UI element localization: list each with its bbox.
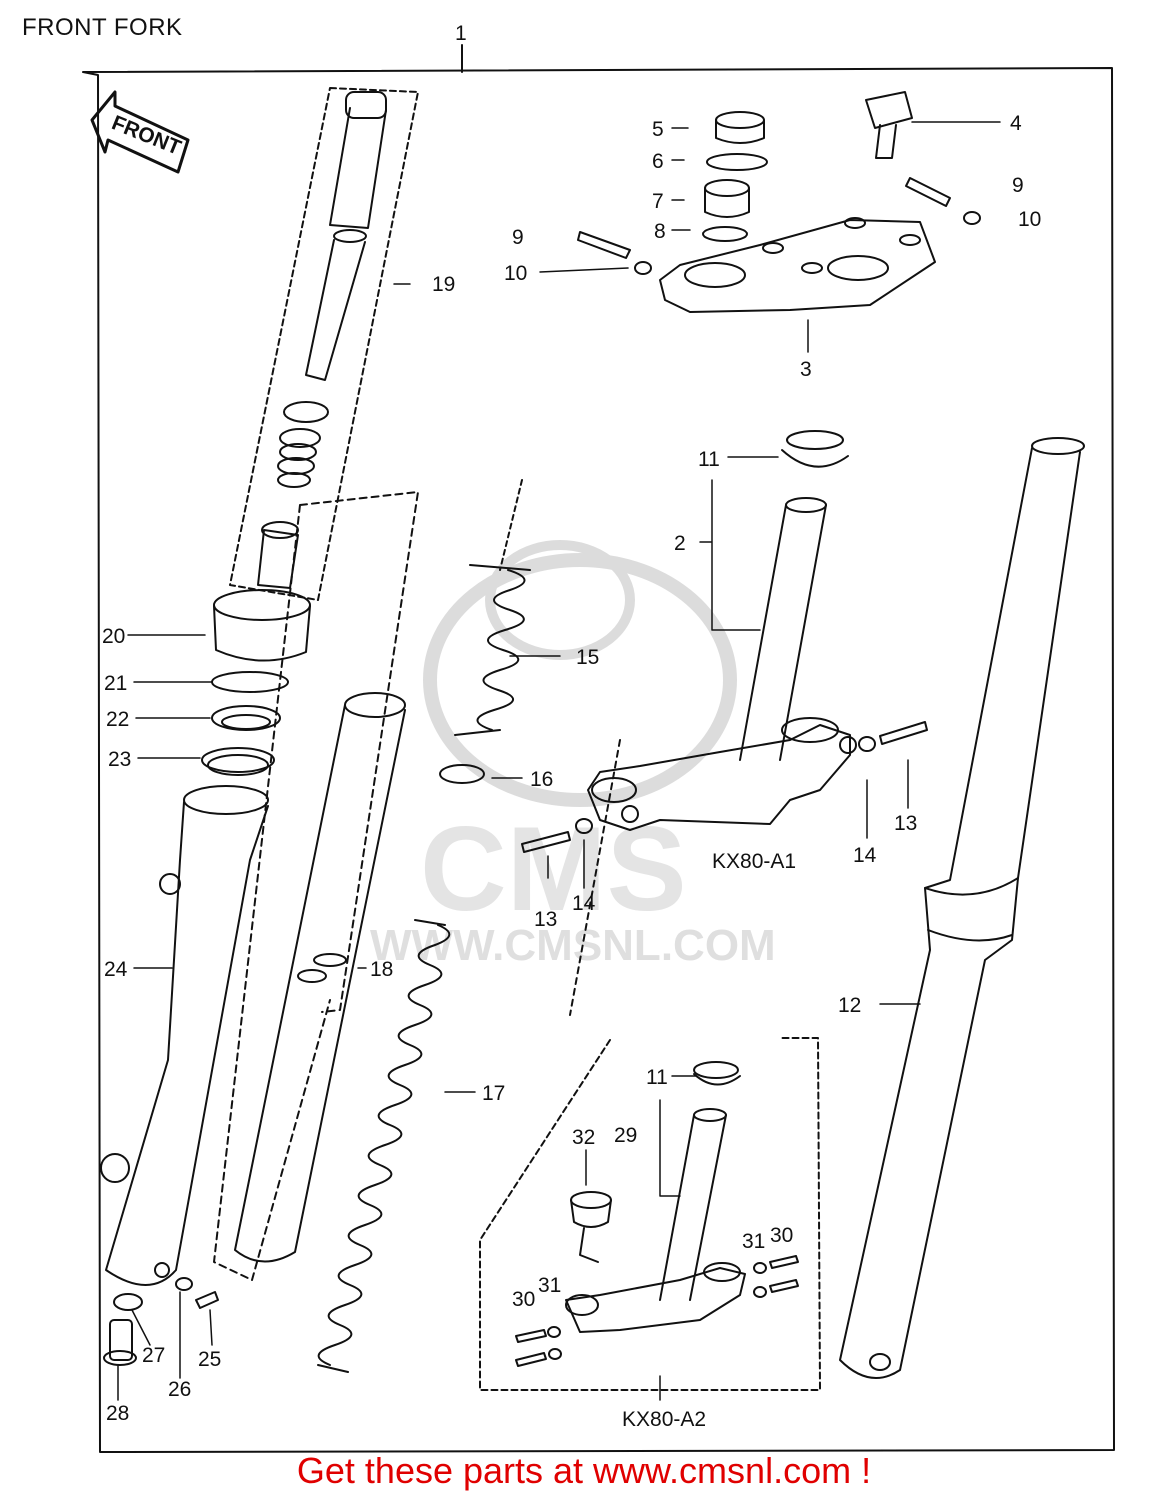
callout-20: 20 xyxy=(102,625,125,648)
upper-bracket-part xyxy=(659,217,936,313)
callout-19: 19 xyxy=(432,273,455,296)
callout-25: 25 xyxy=(198,1348,221,1371)
callout-13-left: 13 xyxy=(534,908,557,931)
callout-11-a2: 11 xyxy=(646,1066,668,1089)
stem-seal-part-a1 xyxy=(781,430,849,468)
callout-16: 16 xyxy=(530,768,553,791)
stem-cap-parts xyxy=(702,111,768,242)
callout-31-right: 31 xyxy=(742,1230,765,1253)
inner-tube-part xyxy=(234,692,406,1263)
callout-26: 26 xyxy=(168,1378,191,1401)
callout-27: 27 xyxy=(142,1344,165,1367)
variant-a2-box xyxy=(479,1037,821,1391)
callout-22: 22 xyxy=(106,708,129,731)
callout-8: 8 xyxy=(654,220,666,243)
callout-14-left: 14 xyxy=(572,892,596,915)
promo-banner: Get these parts at www.cmsnl.com ! xyxy=(0,1450,1168,1492)
callout-28: 28 xyxy=(106,1402,129,1425)
callout-31-left: 31 xyxy=(538,1274,561,1297)
callout-21: 21 xyxy=(104,672,127,695)
inner-tube-box xyxy=(213,491,419,1281)
page-title: FRONT FORK xyxy=(22,14,183,41)
callout-18: 18 xyxy=(370,958,393,981)
variant-label-a2: KX80-A2 xyxy=(622,1408,706,1431)
callout-23: 23 xyxy=(108,748,131,771)
diagram-frame xyxy=(82,67,1115,1453)
damper-rod-part xyxy=(305,91,387,381)
callout-14-right: 14 xyxy=(853,844,877,867)
steering-stem-a2-part xyxy=(565,1061,746,1333)
callout-32: 32 xyxy=(572,1126,595,1149)
spring-seat-part xyxy=(439,764,485,784)
callout-10-right: 10 xyxy=(1018,208,1041,231)
spring-short-part xyxy=(454,479,531,736)
callout-30-left: 30 xyxy=(512,1288,535,1311)
pinch-bolt-parts-a2 xyxy=(515,1255,799,1367)
dust-seal-part xyxy=(213,589,311,662)
inner-parts-box xyxy=(229,87,419,601)
steering-stem-a1-part xyxy=(587,497,857,831)
promo-link[interactable]: Get these parts at www.cmsnl.com ! xyxy=(296,1450,872,1491)
callout-29: 29 xyxy=(614,1124,637,1147)
piston-ring-parts xyxy=(277,401,329,488)
fork-assembly-part xyxy=(839,437,1085,1379)
callout-7: 7 xyxy=(652,190,664,213)
variant-label-a1: KX80-A1 xyxy=(712,850,796,873)
callout-12: 12 xyxy=(838,994,861,1017)
callout-1: 1 xyxy=(455,22,467,45)
callout-30-right: 30 xyxy=(770,1224,793,1247)
outer-tube-part xyxy=(100,785,269,1286)
front-arrow-label: FRONT xyxy=(108,111,184,159)
callout-24: 24 xyxy=(104,958,128,981)
callout-9-left: 9 xyxy=(512,226,524,249)
retaining-ring-part xyxy=(211,671,289,693)
callout-15: 15 xyxy=(576,646,599,669)
pinch-bolt-parts-upper xyxy=(577,177,981,275)
callout-leader-lines xyxy=(117,121,1001,1401)
pinch-bolt-parts-a1 xyxy=(521,721,928,853)
small-bolt-parts xyxy=(103,1277,219,1366)
callout-5: 5 xyxy=(652,118,664,141)
callout-labels: 1 2 3 4 5 6 7 8 9 9 10 10 11 11 12 13 13… xyxy=(102,22,1041,1431)
callout-17: 17 xyxy=(482,1082,505,1105)
callout-10-left: 10 xyxy=(504,262,527,285)
washer-part xyxy=(201,747,275,776)
watermark-url: WWW.CMSNL.COM xyxy=(370,921,776,970)
stem-bolt-part xyxy=(865,91,913,159)
callout-3: 3 xyxy=(800,358,812,381)
watermark-logo: CMS xyxy=(420,802,687,936)
cmsnl-watermark: CMS WWW.CMSNL.COM xyxy=(370,540,776,970)
spring-long-part xyxy=(317,919,451,1373)
oil-seal-part xyxy=(211,705,281,731)
callout-13-right: 13 xyxy=(894,812,917,835)
steering-damper-part xyxy=(570,1191,612,1263)
callout-9-right: 9 xyxy=(1012,174,1024,197)
callout-6: 6 xyxy=(652,150,664,173)
callout-2: 2 xyxy=(674,532,686,555)
front-arrow-icon: FRONT xyxy=(90,90,190,174)
callout-4: 4 xyxy=(1010,112,1022,135)
callout-11-a1: 11 xyxy=(698,448,720,471)
